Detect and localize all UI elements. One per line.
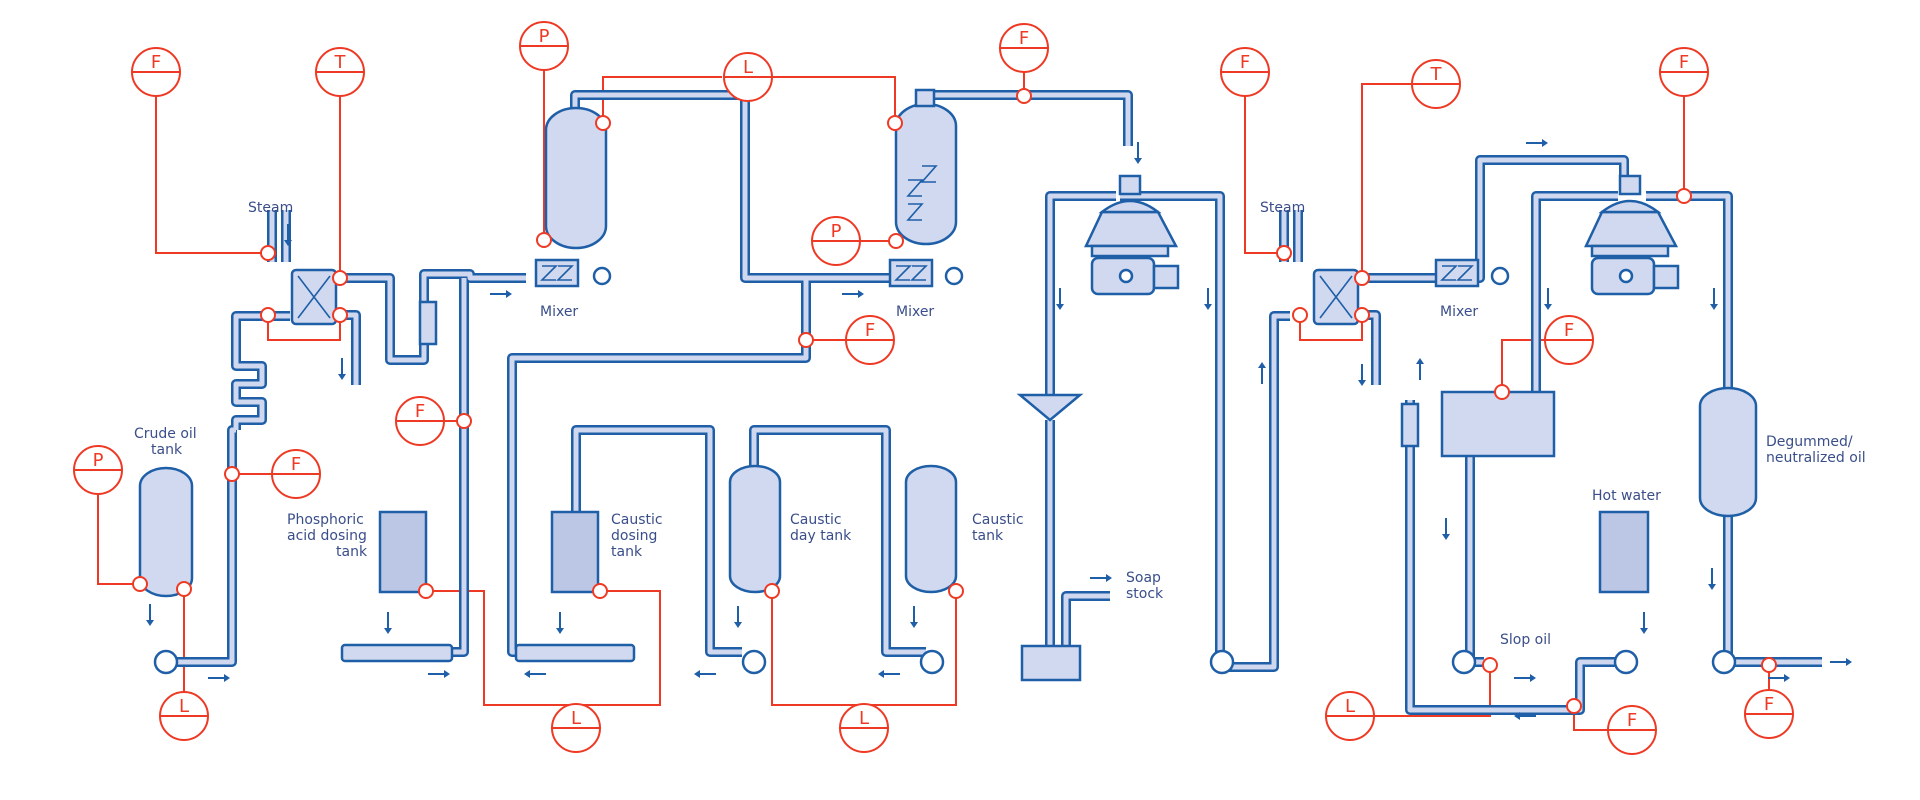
instrument-l-crude: L bbox=[159, 691, 209, 741]
label-phosphoric-1: Phosphoric bbox=[287, 512, 364, 528]
sensor-taps bbox=[132, 88, 1777, 714]
label-soap-stock-1: Soap bbox=[1126, 570, 1161, 586]
label-steam-right: Steam bbox=[1260, 200, 1305, 216]
inline-filter-1 bbox=[418, 300, 438, 346]
label-caustic-tank-2: tank bbox=[972, 528, 1004, 544]
instrument-t-top-left: T bbox=[315, 47, 365, 97]
svg-text:F: F bbox=[1240, 52, 1250, 73]
label-caustic-dosing-1: Caustic bbox=[611, 512, 663, 528]
heat-exchanger-2 bbox=[1312, 268, 1360, 326]
instrument-f-phosphoric: F bbox=[395, 396, 445, 446]
phosphoric-pump-skid bbox=[340, 643, 454, 663]
inline-filter-2 bbox=[1400, 402, 1420, 448]
svg-text:P: P bbox=[93, 450, 104, 471]
svg-text:L: L bbox=[743, 57, 753, 78]
svg-text:F: F bbox=[415, 401, 425, 422]
label-phosphoric-3: tank bbox=[336, 544, 368, 560]
label-caustic-tank-1: Caustic bbox=[972, 512, 1024, 528]
label-caustic-dosing-2: dosing bbox=[611, 528, 657, 544]
pump-caustic-day bbox=[741, 649, 767, 675]
svg-text:T: T bbox=[334, 52, 347, 73]
label-soap-stock-2: stock bbox=[1126, 586, 1164, 602]
label-caustic-day-2: day tank bbox=[790, 528, 852, 544]
label-degummed-1: Degummed/ bbox=[1766, 434, 1853, 450]
pump-hotwater bbox=[1613, 649, 1639, 675]
instrument-t-right-top: T bbox=[1411, 59, 1461, 109]
label-mixer-1: Mixer bbox=[540, 304, 578, 320]
pump-degummed bbox=[1711, 649, 1737, 675]
reaction-vessel-1 bbox=[544, 106, 608, 250]
instrument-f-mid: F bbox=[845, 315, 895, 365]
instrument-p-mixer2: P bbox=[811, 216, 861, 266]
degummed-oil-vessel bbox=[1698, 386, 1758, 518]
svg-text:L: L bbox=[571, 708, 581, 729]
svg-text:F: F bbox=[1564, 320, 1574, 341]
instrument-l-caustic: L bbox=[839, 703, 889, 753]
caustic-tank bbox=[904, 464, 958, 594]
label-crude-oil-tank-1: Crude oil bbox=[134, 426, 197, 442]
instrument-f-top-left: F bbox=[131, 47, 181, 97]
soap-funnel bbox=[1016, 393, 1084, 422]
slop-oil-tank bbox=[1440, 390, 1556, 458]
label-caustic-day-1: Caustic bbox=[790, 512, 842, 528]
caustic-pump-skid bbox=[514, 643, 636, 663]
label-mixer-3: Mixer bbox=[1440, 304, 1478, 320]
instrument-p-mixer1: P bbox=[519, 21, 569, 71]
crude-oil-tank bbox=[138, 466, 194, 598]
instrument-f-right-top: F bbox=[1220, 47, 1270, 97]
equipment bbox=[138, 88, 1758, 682]
label-mixer-2: Mixer bbox=[896, 304, 934, 320]
instrument-l-bottom-right: L bbox=[1325, 691, 1375, 741]
svg-text:F: F bbox=[1627, 710, 1637, 731]
svg-text:L: L bbox=[1345, 696, 1355, 717]
label-hot-water: Hot water bbox=[1592, 488, 1661, 504]
instrument-f-slop-tank: F bbox=[1544, 315, 1594, 365]
svg-text:F: F bbox=[1019, 28, 1029, 49]
label-caustic-dosing-3: tank bbox=[611, 544, 643, 560]
svg-text:P: P bbox=[831, 221, 842, 242]
svg-text:L: L bbox=[179, 696, 189, 717]
mixer-3 bbox=[1434, 258, 1510, 288]
instrument-f-degummed: F bbox=[1744, 689, 1794, 739]
caustic-dosing-tank bbox=[550, 510, 600, 594]
separator-1 bbox=[1084, 174, 1180, 296]
instrument-f-bottom-right: F bbox=[1607, 705, 1657, 755]
phosphoric-acid-tank bbox=[378, 510, 428, 594]
mixer-2 bbox=[888, 258, 964, 288]
label-phosphoric-2: acid dosing bbox=[287, 528, 367, 544]
svg-text:F: F bbox=[1764, 694, 1774, 715]
reaction-vessel-2 bbox=[894, 102, 958, 246]
separator-2 bbox=[1584, 174, 1680, 296]
soap-stock-tank bbox=[1020, 644, 1082, 682]
flow-arrows bbox=[146, 139, 1852, 720]
heat-exchanger-1 bbox=[290, 268, 338, 326]
labels: Steam Steam Crude oil tank Phosphoric ac… bbox=[134, 200, 1866, 648]
instrument-l-top: L bbox=[723, 52, 773, 102]
label-steam-left: Steam bbox=[248, 200, 293, 216]
caustic-day-tank bbox=[728, 464, 782, 594]
instrument-f-crude: F bbox=[271, 449, 321, 499]
label-crude-oil-tank-2: tank bbox=[151, 442, 183, 458]
pump-caustic bbox=[919, 649, 945, 675]
svg-text:F: F bbox=[1679, 52, 1689, 73]
instruments: F T P F L F P L F P F L L F T F F L F F bbox=[73, 21, 1794, 755]
instrument-f-right-top2: F bbox=[1659, 47, 1709, 97]
instrument-p-crude: P bbox=[73, 445, 123, 495]
pump-slop bbox=[1451, 649, 1477, 675]
hot-water-tank bbox=[1598, 510, 1650, 594]
label-degummed-2: neutralized oil bbox=[1766, 450, 1866, 466]
pump-crude bbox=[153, 649, 179, 675]
svg-text:F: F bbox=[291, 454, 301, 475]
label-slop-oil: Slop oil bbox=[1500, 632, 1551, 648]
instrument-f-top-mid: F bbox=[999, 23, 1049, 73]
svg-text:F: F bbox=[865, 320, 875, 341]
svg-text:L: L bbox=[859, 708, 869, 729]
svg-text:F: F bbox=[151, 52, 161, 73]
svg-text:P: P bbox=[539, 26, 550, 47]
instrument-l-dosing: L bbox=[551, 703, 601, 753]
pump-soap bbox=[1209, 649, 1235, 675]
svg-text:T: T bbox=[1430, 64, 1443, 85]
mixer-1 bbox=[534, 258, 612, 288]
